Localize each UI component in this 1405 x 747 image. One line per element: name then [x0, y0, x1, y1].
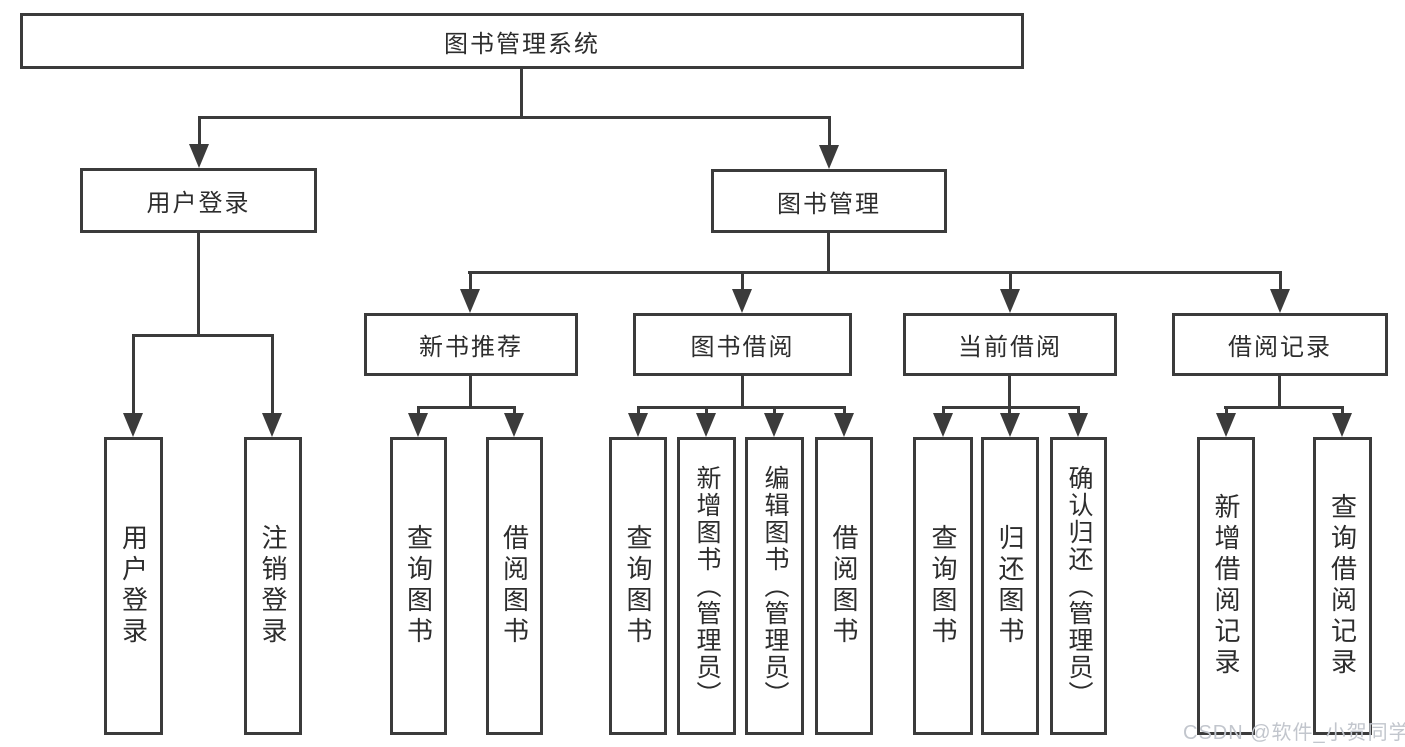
csdn-watermark: CSDN @软件_小贺同学 [1183, 722, 1405, 744]
leaf-borrow-add-books: 新增图书（管理员） [677, 437, 736, 735]
edge-arrow-shaft [942, 406, 945, 415]
edge-br-stem [1278, 376, 1281, 408]
edge-arrow-shaft [271, 334, 274, 415]
node-user-login-group: 用户登录 [80, 168, 317, 233]
node-book-borrow: 图书借阅 [633, 313, 852, 376]
leaf-current-query-books: 查询图书 [913, 437, 973, 735]
arrowhead-to-br-add [1216, 413, 1236, 437]
arrowhead-to-logout-leaf [262, 413, 282, 437]
edge-arrow-shaft [637, 406, 640, 415]
node-book-management-group: 图书管理 [711, 169, 947, 233]
arrowhead-to-new-book-recommend [460, 289, 480, 313]
arrowhead-to-cb-return [1000, 413, 1020, 437]
leaf-current-confirm-return: 确认归还（管理员） [1050, 437, 1107, 735]
leaf-borrow-query-books: 查询图书 [609, 437, 667, 735]
edge-arrow-shaft [132, 334, 135, 415]
leaf-record-query: 查询借阅记录 [1313, 437, 1372, 735]
edge-arrow-shaft [1008, 406, 1011, 415]
edge-mgmt-stem [827, 232, 830, 274]
node-borrow-records: 借阅记录 [1172, 313, 1388, 376]
edge-arrow-shaft [1341, 406, 1344, 415]
edge-nb-stem [469, 376, 472, 408]
edge-arrow-shaft [1279, 271, 1282, 291]
edge-arrow-shaft [705, 406, 708, 415]
edge-cb-branch [942, 406, 1080, 409]
arrowhead-to-book-borrow [732, 289, 752, 313]
leaf-current-return-books: 归还图书 [981, 437, 1039, 735]
arrowhead-to-borrow-records [1270, 289, 1290, 313]
node-current-borrow: 当前借阅 [903, 313, 1117, 376]
arrowhead-to-current-borrow [1000, 289, 1020, 313]
arrowhead-to-user-login [189, 144, 209, 168]
arrowhead-to-book-management [819, 145, 839, 169]
edge-arrow-shaft [843, 406, 846, 415]
leaf-newbook-borrow-books: 借阅图书 [486, 437, 543, 735]
edge-root-branch [198, 116, 831, 119]
edge-arrow-shaft [741, 271, 744, 291]
edge-arrow-shaft [417, 406, 420, 415]
edge-arrow-shaft [1225, 406, 1228, 415]
edge-mgmt-branch [468, 271, 1282, 274]
edge-arrow-shaft [1009, 271, 1012, 291]
edge-bb-branch [637, 406, 846, 409]
leaf-logout: 注销登录 [244, 437, 302, 735]
arrowhead-to-bb-borrow [834, 413, 854, 437]
arrowhead-to-nb-borrow [504, 413, 524, 437]
leaf-record-add: 新增借阅记录 [1197, 437, 1255, 735]
arrowhead-to-nb-query [408, 413, 428, 437]
edge-arrow-shaft [198, 116, 201, 146]
arrowhead-to-bb-query [628, 413, 648, 437]
node-root: 图书管理系统 [20, 13, 1024, 69]
leaf-borrow-edit-books: 编辑图书（管理员） [745, 437, 804, 735]
arrowhead-to-cb-query [933, 413, 953, 437]
node-new-book-recommend: 新书推荐 [364, 313, 578, 376]
edge-cb-stem [1008, 376, 1011, 408]
edge-nb-branch [417, 406, 516, 409]
leaf-user-login: 用户登录 [104, 437, 163, 735]
edge-login-stem [197, 232, 200, 336]
leaf-borrow-borrow-books: 借阅图书 [815, 437, 873, 735]
arrowhead-to-bb-edit [764, 413, 784, 437]
arrowhead-to-br-query [1332, 413, 1352, 437]
edge-login-branch [132, 334, 274, 337]
edge-arrow-shaft [469, 271, 472, 291]
arrowhead-to-user-login-leaf [123, 413, 143, 437]
leaf-newbook-query-books: 查询图书 [390, 437, 447, 735]
edge-arrow-shaft [513, 406, 516, 415]
edge-arrow-shaft [773, 406, 776, 415]
arrowhead-to-cb-confirm [1068, 413, 1088, 437]
edge-arrow-shaft [828, 116, 831, 147]
edge-br-branch [1224, 406, 1344, 409]
arrowhead-to-bb-add [696, 413, 716, 437]
edge-root-stem [520, 69, 523, 117]
edge-bb-stem [741, 376, 744, 408]
edge-arrow-shaft [1077, 406, 1080, 415]
